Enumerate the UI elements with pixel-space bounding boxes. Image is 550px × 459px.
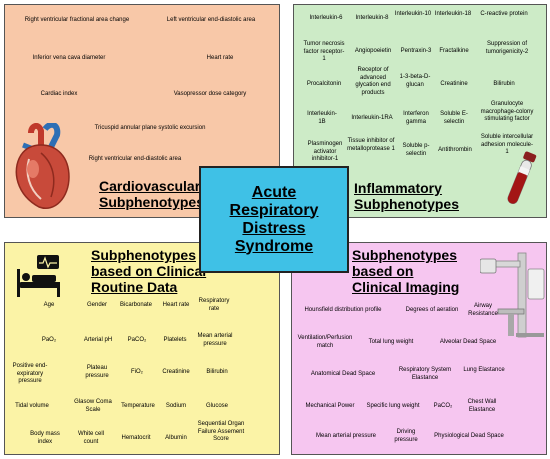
imaging-label: Chest Wall Elastance <box>467 399 497 413</box>
routine-label: Glasow Coma Scale <box>74 399 112 413</box>
routine-label: Respiratory rate <box>198 298 230 312</box>
imaging-label: Hounsfield distribution profile <box>304 307 382 313</box>
blood-tube-icon <box>507 151 537 205</box>
imaging-label: Alveolar Dead Space <box>439 339 497 345</box>
cardio-label: Right ventricular end-diastolic area <box>88 156 182 162</box>
routine-panel: Subphenotypes based on Clinical Routine … <box>4 242 280 455</box>
routine-label: Plateau pressure <box>85 365 109 379</box>
inflam-label: Interleukin-10 <box>394 11 432 17</box>
inflam-label: Receptor of advanced glycation end produ… <box>355 67 391 96</box>
inflam-label: Interleukin-1B <box>307 111 337 125</box>
imaging-label: Ventilation/Perfusion match <box>297 335 353 349</box>
inflam-label: Interleukin-18 <box>434 11 472 17</box>
cardio-label: Left ventricular end-diastolic area <box>166 17 256 23</box>
inflam-label: Interferon gamma <box>403 111 429 125</box>
inflam-label: Soluble p-selectin <box>402 143 430 157</box>
imaging-label: Airway Resistance <box>468 303 498 317</box>
imaging-label: Mean arterial pressure <box>315 433 377 439</box>
inflam-label: Interleukin-8 <box>355 15 389 21</box>
routine-label: Sodium <box>165 403 187 409</box>
inflam-label: Angiopoeietin <box>354 48 392 54</box>
routine-label: Temperature <box>121 403 155 409</box>
routine-label: Tidal volume <box>15 403 49 409</box>
imaging-label: Degrees of aeration <box>405 307 459 313</box>
imaging-label: Respiratory System Elastance <box>398 367 452 381</box>
inflam-label: Tumor necrosis factor receptor-1 <box>303 41 345 62</box>
routine-label: Glucose <box>205 403 228 409</box>
imaging-label: Mechanical Power <box>305 403 355 409</box>
cardio-label: Cardiac index <box>40 91 78 97</box>
cardio-label: Right ventricular fractional area change <box>24 17 130 23</box>
routine-label: Mean arterial pressure <box>197 333 233 347</box>
routine-label: Heart rate <box>162 302 190 308</box>
routine-label: White cell count <box>77 431 104 445</box>
imaging-label: PaCO₂ <box>433 403 453 409</box>
routine-label: Bicarbonate <box>119 302 153 308</box>
inflam-label: Granulocyte macrophage-colony stimulatin… <box>480 101 534 122</box>
inflam-label: Creatinine <box>440 81 468 87</box>
imaging-heading: Subphenotypes based on Clinical Imaging <box>352 247 460 295</box>
ards-center-title: Acute Respiratory Distress Syndrome <box>199 166 349 273</box>
inflam-label: Fractalkine <box>439 48 469 54</box>
cardiovascular-heading: Cardiovascular Subphenotypes <box>99 178 205 210</box>
cardiovascular-panel: Right ventricular fractional area change… <box>4 4 280 218</box>
heart-icon <box>15 123 70 209</box>
cardio-label: Heart rate <box>206 55 234 61</box>
cardio-label: Tricuspid annular plane systolic excursi… <box>94 125 206 131</box>
routine-label: Arterial pH <box>83 337 113 343</box>
inflam-label: Suppression of tumorigenicity-2 <box>485 41 529 55</box>
inflam-label: Interleukin-6 <box>309 15 343 21</box>
imaging-panel: Subphenotypes based on Clinical Imaging … <box>291 242 547 455</box>
routine-label: Albumin <box>165 435 187 441</box>
routine-label: Body mass index <box>30 431 60 445</box>
inflam-label: Procalcitonin <box>306 81 342 87</box>
routine-label: Sequential Organ Failure Assement Score <box>197 421 245 442</box>
cardio-label: Inferior vena cava diameter <box>32 55 106 61</box>
routine-label: Creatinine <box>162 369 190 375</box>
routine-label: PaCO₂ <box>127 337 147 343</box>
routine-label: Platelets <box>163 337 187 343</box>
routine-heading: Subphenotypes based on Clinical Routine … <box>91 247 207 295</box>
inflam-label: C-reactive protein <box>480 11 528 17</box>
imaging-label: Anatomical Dead Space <box>310 371 376 377</box>
inflammatory-heading: Inflammatory Subphenotypes <box>354 180 460 212</box>
inflam-label: 1-3-beta-D-glucan <box>399 74 431 88</box>
inflam-label: Tissue inhibitor of metalloprotease 1 <box>347 138 395 152</box>
routine-label: Gender <box>86 302 107 308</box>
inflam-label: Antithrombin <box>438 147 472 153</box>
patient-monitor-bed-icon <box>17 255 60 297</box>
routine-label: FiO₂ <box>131 369 143 375</box>
imaging-label: Specific lung weight <box>366 403 420 409</box>
routine-label: Bilirubin <box>206 369 228 375</box>
routine-label: Age <box>43 302 55 308</box>
inflam-label: Soluble E-selectin <box>440 111 468 125</box>
routine-label: Hematocrit <box>121 435 151 441</box>
inflam-label: Plasminogen activator inhibitor-1 <box>307 141 343 162</box>
imaging-label: Physiological Dead Space <box>434 433 504 439</box>
imaging-label: Driving pressure <box>394 429 418 443</box>
inflam-label: Soluble intercellular adhesion molecule-… <box>480 134 534 155</box>
imaging-scanner-icon <box>480 252 545 338</box>
inflam-label: Interleukin-1RA <box>351 115 393 121</box>
cardio-label: Vasopressor dose category <box>173 91 247 97</box>
routine-label: PaO₂ <box>41 337 57 343</box>
imaging-label: Total lung weight <box>368 339 414 345</box>
routine-label: Positive end-expiratory pressure <box>12 363 48 384</box>
imaging-label: Lung Elastance <box>463 367 505 373</box>
inflam-label: Bilirubin <box>493 81 515 87</box>
inflam-label: Pentraxin-3 <box>400 48 432 54</box>
